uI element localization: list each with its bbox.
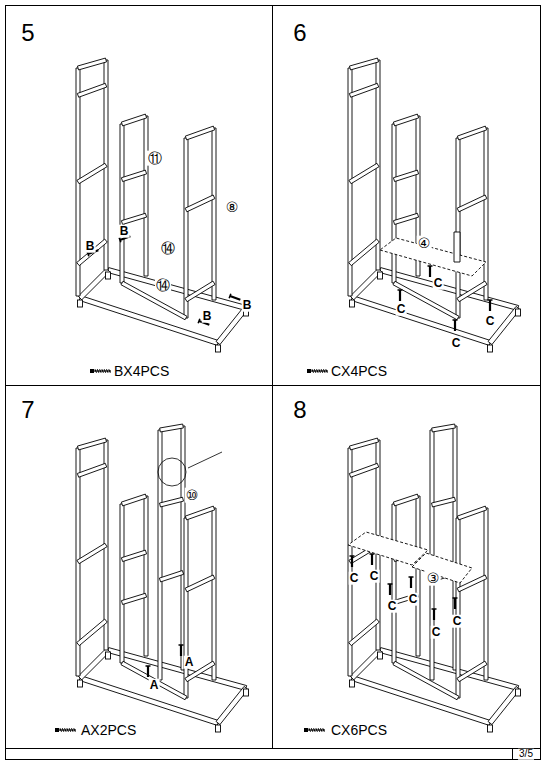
quantity-label: CX4PCS (330, 364, 388, 379)
page-grid (5, 5, 541, 760)
screw-letter: C (452, 615, 463, 628)
screw-letter: C (396, 303, 407, 316)
step-number: 5 (20, 20, 35, 45)
callout-number: ⑪ (147, 151, 163, 166)
callout-number: ④ (417, 236, 432, 251)
screw-letter: C (408, 593, 419, 606)
screw-icon (90, 369, 111, 373)
screw-icon (307, 369, 328, 373)
screw-letter: A (184, 656, 195, 669)
screw-letter: C (369, 570, 380, 583)
callout-number: ⑭ (155, 278, 171, 293)
rack-drawing (348, 58, 521, 352)
screw-letter: C (431, 626, 442, 639)
screw-icon (55, 728, 76, 732)
page-number: 3/5 (518, 749, 534, 760)
screw-letter: C (485, 315, 496, 328)
callout-number: ⑭ (160, 241, 176, 256)
step-number: 7 (20, 397, 35, 422)
rack-drawing (76, 424, 249, 732)
screw-letter: B (85, 240, 96, 253)
rack-drawing (76, 58, 249, 352)
screw-letter: B (202, 310, 213, 323)
screw-letter: C (451, 337, 462, 350)
screw-letter: C (433, 277, 444, 290)
callout-number: ⑩ (185, 488, 200, 503)
quantity-label: BX4PCS (113, 364, 170, 379)
step-number: 8 (292, 397, 307, 422)
step-number: 6 (292, 20, 307, 45)
screw-letter: A (149, 679, 160, 692)
callout-number: ⑧ (225, 200, 240, 215)
screw-letter: C (387, 600, 398, 613)
screw-icon (304, 728, 325, 732)
quantity-label: AX2PCS (80, 723, 137, 738)
screw-letter: B (119, 225, 130, 238)
rack-drawing (348, 424, 521, 732)
screw-letter: C (349, 572, 360, 585)
screw-letter: B (242, 299, 253, 312)
callout-number: ③ (426, 571, 441, 586)
quantity-label: CX6PCS (330, 723, 388, 738)
